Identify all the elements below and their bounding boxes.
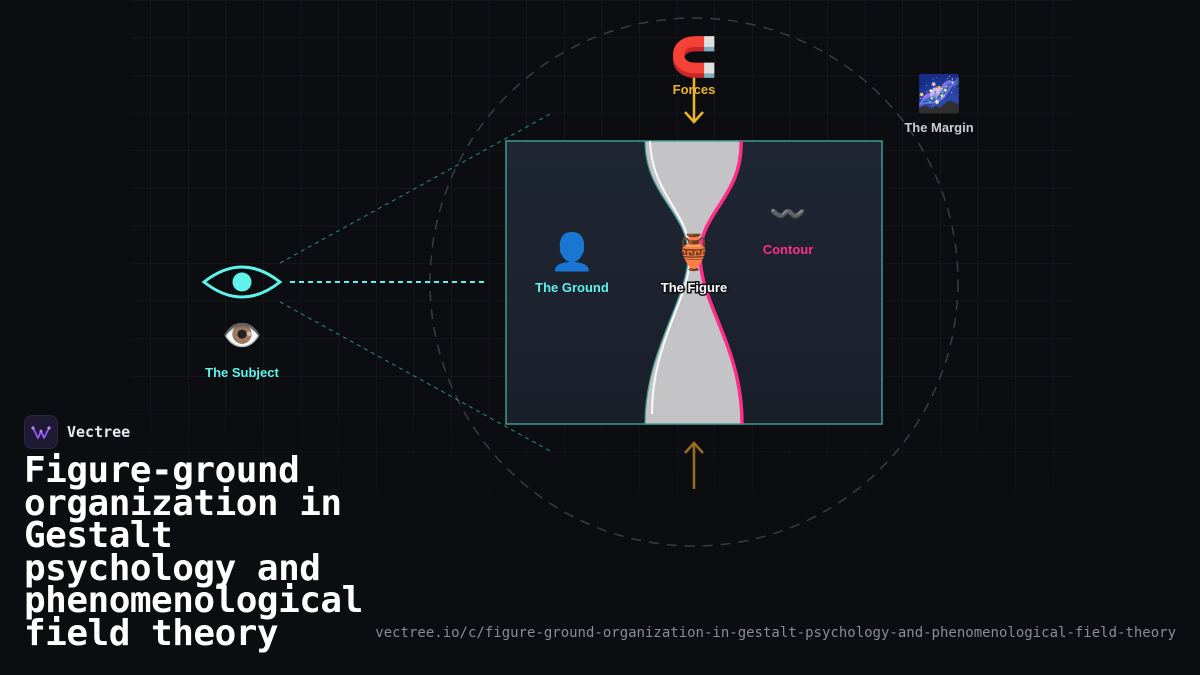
forces-label: Forces — [673, 82, 716, 97]
vase-icon: 🏺 — [673, 233, 715, 273]
wavy-line-icon: 〰️ — [769, 197, 806, 232]
figure-label-outline: The Figure — [661, 280, 727, 295]
magnet-icon: 🧲 — [670, 35, 717, 79]
figure-node[interactable]: 🏺 The Figure The Figure — [659, 233, 728, 297]
brand-name: Vectree — [67, 423, 131, 441]
margin-node[interactable]: 🌌 The Margin — [904, 73, 973, 135]
gaze-line-bottom — [279, 301, 553, 453]
eye-icon: 👁️ — [222, 316, 262, 354]
ground-node[interactable]: 👤 The Ground — [535, 231, 609, 295]
page-title: Figure-ground organization in Gestalt ps… — [24, 450, 363, 654]
contour-edge — [698, 140, 744, 425]
subject-node[interactable]: 👁️ The Subject — [201, 265, 283, 380]
subject-label: The Subject — [205, 365, 279, 380]
margin-label: The Margin — [904, 120, 973, 135]
brand[interactable]: Vectree — [24, 415, 130, 449]
ground-label: The Ground — [535, 280, 609, 295]
vectree-logo-icon — [24, 415, 58, 449]
force-arrow-up — [684, 441, 704, 489]
forces-node[interactable]: 🧲 Forces — [670, 35, 717, 97]
force-arrow-down — [684, 76, 704, 124]
person-silhouette-icon: 👤 — [550, 231, 595, 273]
large-eye-outline — [201, 265, 283, 299]
contour-label: Contour — [763, 242, 814, 257]
rubin-vase — [644, 140, 744, 425]
galaxy-icon: 🌌 — [917, 73, 962, 115]
page-url[interactable]: vectree.io/c/figure-ground-organization-… — [375, 625, 1176, 641]
gaze-line-top — [279, 112, 553, 264]
contour-node[interactable]: 〰️ Contour — [763, 197, 814, 257]
large-eye-pupil — [232, 272, 252, 292]
figure-label: The Figure — [661, 280, 727, 295]
